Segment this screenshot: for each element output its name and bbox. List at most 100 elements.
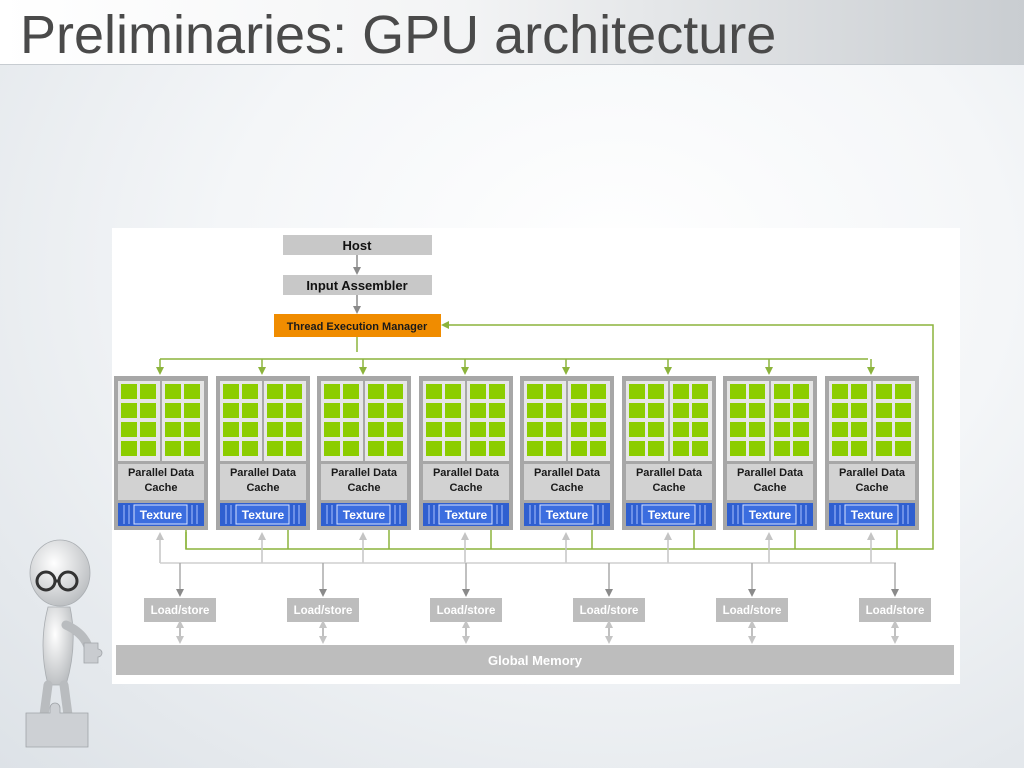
global-memory-label: Global Memory — [488, 653, 583, 668]
processor-core — [629, 403, 645, 418]
processor-core — [368, 422, 384, 437]
parallel-data-cache — [829, 464, 915, 500]
processor-core — [165, 422, 181, 437]
processor-core — [286, 403, 302, 418]
cache-label-line1: Parallel Data — [433, 467, 500, 479]
processor-core — [184, 384, 200, 399]
processor-core — [470, 441, 486, 456]
load-store-unit: Load/store — [430, 563, 502, 644]
cache-label-line2: Cache — [144, 482, 177, 494]
processor-core — [445, 384, 461, 399]
processor-core — [242, 422, 258, 437]
processor-core — [832, 422, 848, 437]
processor-core — [426, 384, 442, 399]
processor-core — [387, 384, 403, 399]
processor-core — [426, 441, 442, 456]
texture-label-box — [133, 504, 188, 525]
processor-core — [692, 422, 708, 437]
load-store-label: Load/store — [437, 605, 496, 617]
processor-core — [368, 403, 384, 418]
processor-core — [673, 384, 689, 399]
processor-core — [267, 403, 283, 418]
processor-core — [527, 384, 543, 399]
load-store-unit: Load/store — [144, 563, 216, 644]
processor-core — [387, 403, 403, 418]
processor-core — [590, 441, 606, 456]
processor-core — [793, 422, 809, 437]
load-store-box — [573, 598, 645, 622]
processor-core — [445, 441, 461, 456]
processor-core — [851, 403, 867, 418]
processor-core — [648, 403, 664, 418]
processor-core — [774, 441, 790, 456]
processor-core — [426, 422, 442, 437]
texture-label: Texture — [343, 508, 386, 522]
processor-core — [774, 384, 790, 399]
load-store-unit: Load/store — [716, 563, 788, 644]
processor-core — [895, 441, 911, 456]
processor-core — [571, 441, 587, 456]
load-store-label: Load/store — [294, 605, 353, 617]
processor-core — [730, 403, 746, 418]
processor-core — [368, 384, 384, 399]
input-assembler-label: Input Assembler — [306, 278, 407, 293]
processor-core — [121, 403, 137, 418]
texture-label: Texture — [140, 508, 183, 522]
processor-core — [140, 422, 156, 437]
processor-core — [692, 384, 708, 399]
processor-core — [851, 441, 867, 456]
cache-label-line2: Cache — [855, 482, 888, 494]
processor-core — [140, 441, 156, 456]
processor-core — [223, 441, 239, 456]
cache-label-line1: Parallel Data — [534, 467, 601, 479]
processor-core — [876, 422, 892, 437]
processor-core — [286, 422, 302, 437]
processor-core — [629, 384, 645, 399]
processor-core — [774, 422, 790, 437]
processor-core — [793, 441, 809, 456]
processor-core — [165, 441, 181, 456]
processor-core — [749, 441, 765, 456]
texture-label: Texture — [242, 508, 285, 522]
load-store-box — [716, 598, 788, 622]
processor-core — [590, 422, 606, 437]
processor-core — [286, 441, 302, 456]
processor-core — [223, 384, 239, 399]
parallel-data-cache — [524, 464, 610, 500]
processor-core — [730, 422, 746, 437]
processor-core — [470, 403, 486, 418]
texture-label-box — [539, 504, 594, 525]
processor-core — [749, 422, 765, 437]
processor-core — [851, 422, 867, 437]
processor-core — [368, 441, 384, 456]
processor-core — [343, 422, 359, 437]
processor-core — [343, 403, 359, 418]
cache-label-line2: Cache — [652, 482, 685, 494]
cache-label-line1: Parallel Data — [636, 467, 703, 479]
processor-core — [774, 403, 790, 418]
load-store-label: Load/store — [580, 605, 639, 617]
processor-core — [832, 384, 848, 399]
processor-core — [673, 422, 689, 437]
load-store-box — [144, 598, 216, 622]
processor-core — [184, 422, 200, 437]
global-memory-block: Global Memory — [116, 645, 954, 675]
processor-core — [140, 384, 156, 399]
processor-core — [470, 384, 486, 399]
cache-label-line2: Cache — [246, 482, 279, 494]
processor-core — [489, 441, 505, 456]
processor-core — [324, 422, 340, 437]
processor-core — [324, 441, 340, 456]
parallel-data-cache — [220, 464, 306, 500]
load-store-label: Load/store — [723, 605, 782, 617]
parallel-data-cache — [727, 464, 813, 500]
processor-core — [223, 403, 239, 418]
